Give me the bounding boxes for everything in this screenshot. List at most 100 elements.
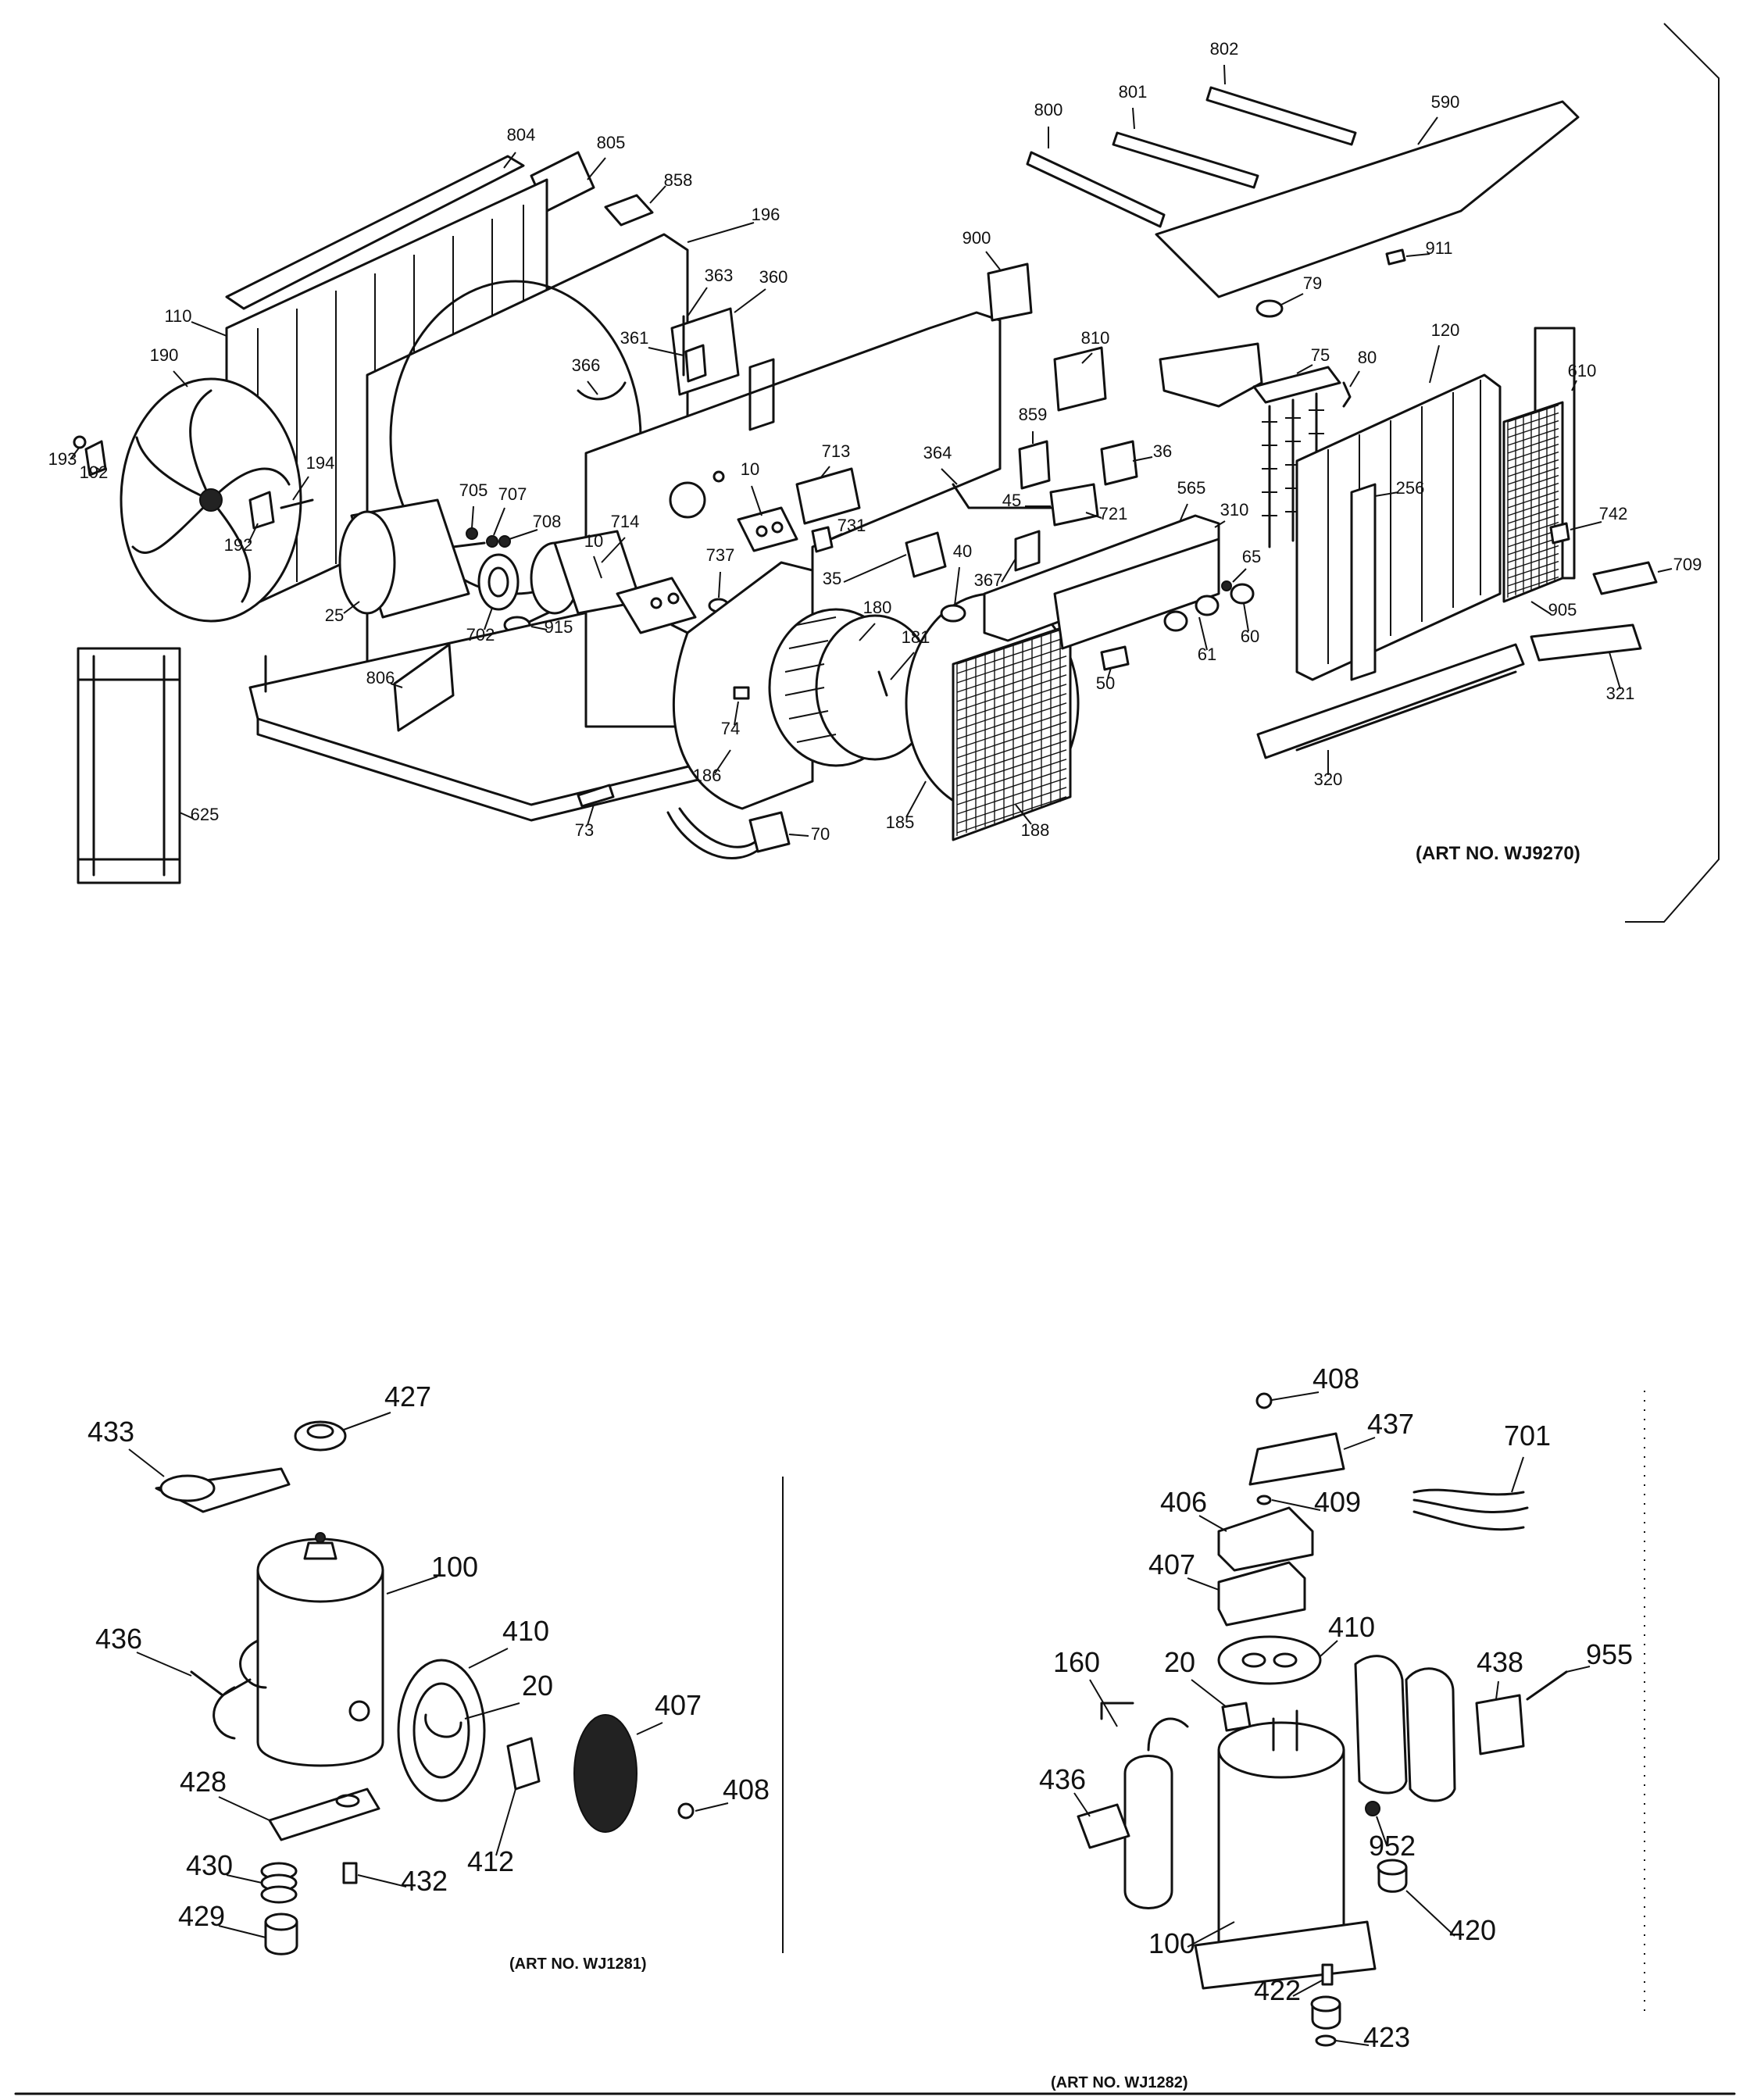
- top-leader-366: [587, 380, 598, 395]
- part-590-top-cover: [1155, 100, 1580, 298]
- top-callout-800: 800: [1034, 100, 1063, 120]
- bl-callout-410: 410: [502, 1615, 549, 1647]
- mesh-line: [1507, 576, 1559, 595]
- bl-leader-429: [218, 1925, 266, 1938]
- mesh-line: [956, 740, 1067, 777]
- top-leader-79: [1280, 293, 1304, 305]
- mesh-line: [956, 730, 1067, 768]
- br-callout-20: 20: [1164, 1646, 1195, 1678]
- part-79-knob: [1255, 299, 1284, 318]
- part-428-plate: [268, 1788, 380, 1841]
- part-181-setscrew: [877, 670, 888, 697]
- top-callout-193: 193: [48, 449, 77, 469]
- br-leader-100: [1187, 1921, 1235, 1948]
- mesh-line: [1507, 552, 1559, 571]
- part-180-blower-wheel: [768, 608, 935, 767]
- heater-shield: [1159, 342, 1263, 408]
- part-625-side-panel: [77, 647, 181, 884]
- top-callout-363: 363: [705, 266, 734, 285]
- bl-leader-427: [343, 1412, 391, 1430]
- mesh-line: [956, 684, 1067, 721]
- bl-leader-20: [464, 1702, 520, 1720]
- top-callout-915: 915: [545, 617, 573, 637]
- top-leader-321: [1609, 652, 1621, 690]
- br-callout-423: 423: [1363, 2021, 1410, 2053]
- mesh-line: [1507, 427, 1559, 446]
- part-412-clip: [506, 1737, 541, 1791]
- part-36-thermostat: [1100, 440, 1138, 486]
- top-leader-713: [820, 466, 830, 479]
- top-leader-10: [751, 485, 762, 516]
- top-callout-70: 70: [811, 824, 830, 844]
- part-310-faceplate: [1053, 538, 1220, 650]
- top-callout-321: 321: [1606, 684, 1635, 703]
- mesh-line: [956, 665, 1067, 702]
- bl-leader-408: [695, 1802, 729, 1812]
- top-callout-74: 74: [721, 719, 740, 738]
- top-callout-707: 707: [498, 484, 527, 504]
- br-leader-420: [1405, 1890, 1455, 1937]
- part-406-cover: [1217, 1506, 1314, 1572]
- br-callout-409: 409: [1314, 1486, 1361, 1518]
- mesh-line: [1507, 474, 1559, 493]
- top-leader-181: [890, 652, 915, 680]
- top-leader-802: [1223, 64, 1226, 85]
- top-callout-196: 196: [752, 205, 780, 224]
- part-321-bracket: [1530, 623, 1642, 662]
- top-callout-36: 36: [1153, 441, 1172, 461]
- top-leader-75: [1296, 364, 1313, 374]
- bl-callout-428: 428: [180, 1766, 227, 1798]
- top-leader-565: [1179, 503, 1188, 523]
- top-callout-810: 810: [1081, 328, 1110, 348]
- top-callout-737: 737: [706, 545, 735, 565]
- top-callout-366: 366: [572, 355, 601, 375]
- part-407-terminal-cover: [573, 1714, 638, 1833]
- bl-callout-407: 407: [655, 1689, 702, 1721]
- top-leader-188: [1015, 804, 1032, 825]
- top-leader-185: [905, 780, 927, 818]
- top-callout-256: 256: [1396, 478, 1425, 498]
- top-callout-802: 802: [1210, 39, 1239, 59]
- br-callout-420: 420: [1449, 1914, 1496, 1946]
- top-callout-65: 65: [1242, 547, 1261, 566]
- top-callout-804: 804: [507, 125, 536, 145]
- bl-leader-430: [226, 1874, 262, 1884]
- part-65-clip: [1221, 580, 1232, 591]
- part-408-nut: [677, 1802, 695, 1820]
- top-leader-35: [843, 554, 907, 583]
- bl-callout-412: 412: [467, 1845, 514, 1877]
- top-leader-192: [95, 466, 102, 472]
- part-320-rail: [1256, 643, 1525, 759]
- top-callout-35: 35: [823, 569, 841, 588]
- compressor-assembly-wj1281: [155, 1420, 784, 1955]
- part-35-switch: [905, 531, 947, 578]
- part-409-washer: [1256, 1495, 1272, 1505]
- top-leader-40: [954, 566, 960, 606]
- mesh-line: [1507, 459, 1559, 477]
- br-callout-952: 952: [1369, 1830, 1416, 1862]
- top-callout-705: 705: [459, 480, 488, 500]
- part-73-clip: [577, 784, 615, 808]
- br-callout-160: 160: [1053, 1646, 1100, 1678]
- top-callout-702: 702: [466, 625, 495, 645]
- top-leader-74: [734, 701, 739, 726]
- main-unit-assembly: [73, 23, 1720, 923]
- part-911-clip: [1385, 248, 1406, 266]
- top-leader-708: [509, 529, 538, 540]
- top-leader-900: [985, 251, 1001, 270]
- top-callout-79: 79: [1303, 273, 1322, 293]
- mesh-line: [956, 637, 1067, 674]
- top-callout-192: 192: [224, 535, 253, 555]
- part-437-bracket: [1248, 1432, 1345, 1486]
- top-leader-256: [1374, 491, 1399, 497]
- top-leader-70: [788, 834, 809, 837]
- mesh-line: [956, 759, 1067, 796]
- top-leader-60: [1243, 602, 1249, 632]
- br-callout-100: 100: [1148, 1927, 1195, 1959]
- top-callout-713: 713: [822, 441, 851, 461]
- top-leader-714: [601, 537, 626, 563]
- part-705-washer: [466, 527, 478, 540]
